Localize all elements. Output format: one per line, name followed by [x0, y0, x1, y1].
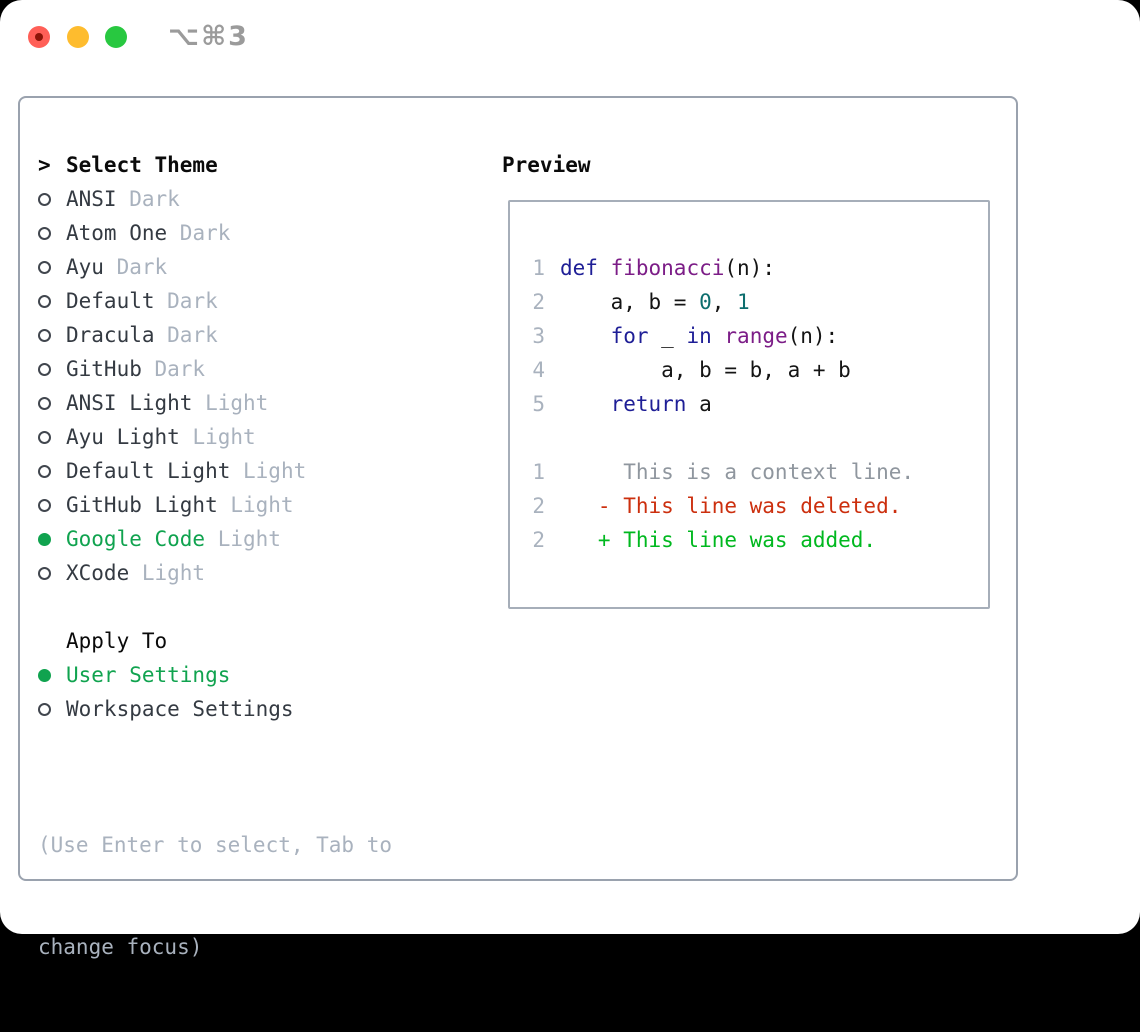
radio-unselected-icon [38, 567, 51, 580]
line-number: 4 [510, 358, 545, 382]
theme-option[interactable]: ANSI Light Light [38, 386, 306, 420]
theme-name: Ayu [66, 255, 104, 279]
radio-unselected-icon [38, 261, 51, 274]
radio-unselected-icon [38, 703, 51, 716]
line-number: 2 [510, 528, 545, 552]
radio-selected-icon [38, 533, 51, 546]
theme-list-title: Select Theme [66, 153, 218, 177]
theme-name: Google Code [66, 527, 205, 551]
theme-variant-label: Light [243, 459, 306, 483]
radio-unselected-icon [38, 431, 51, 444]
preview-title: Preview [502, 148, 591, 182]
theme-variant-label: Dark [167, 289, 218, 313]
theme-name: GitHub Light [66, 493, 218, 517]
zoom-button[interactable] [105, 26, 127, 48]
line-number: 3 [510, 324, 545, 348]
apply-to-option[interactable]: User Settings [38, 658, 294, 692]
radio-unselected-icon [38, 499, 51, 512]
code-line: 2 - This line was deleted. [510, 489, 988, 523]
radio-unselected-icon [38, 227, 51, 240]
line-number: 2 [510, 290, 545, 314]
theme-name: Atom One [66, 221, 167, 245]
theme-option[interactable]: Ayu Dark [38, 250, 306, 284]
hint-line-1: (Use Enter to select, Tab to [38, 828, 392, 862]
radio-unselected-icon [38, 465, 51, 478]
radio-unselected-icon [38, 397, 51, 410]
theme-name: XCode [66, 561, 129, 585]
apply-to-option-label: User Settings [66, 663, 230, 687]
theme-variant-label: Dark [167, 323, 218, 347]
line-number: 2 [510, 494, 545, 518]
radio-unselected-icon [38, 193, 51, 206]
line-number: 1 [510, 460, 545, 484]
radio-selected-icon [38, 669, 51, 682]
apply-to-title: Apply To [66, 629, 167, 653]
radio-unselected-icon [38, 363, 51, 376]
theme-name: Default Light [66, 459, 230, 483]
line-text: a, b = 0, 1 [560, 290, 750, 314]
code-line [510, 421, 988, 455]
line-number: 1 [510, 256, 545, 280]
theme-variant-label: Light [218, 527, 281, 551]
close-button[interactable] [28, 26, 50, 48]
theme-option[interactable]: Dracula Dark [38, 318, 306, 352]
theme-variant-label: Dark [129, 187, 180, 211]
code-line: 3 for _ in range(n): [510, 319, 988, 353]
theme-option[interactable]: Ayu Light Light [38, 420, 306, 454]
line-number: 5 [510, 392, 545, 416]
apply-to-option[interactable]: Workspace Settings [38, 692, 294, 726]
hint-line-2: change focus) [38, 930, 392, 964]
line-text: + This line was added. [560, 528, 876, 552]
theme-option[interactable]: Default Dark [38, 284, 306, 318]
code-line: 1 def fibonacci(n): [510, 251, 988, 285]
theme-variant-label: Dark [117, 255, 168, 279]
radio-unselected-icon [38, 329, 51, 342]
theme-option[interactable]: GitHub Light Light [38, 488, 306, 522]
theme-variant-label: Light [142, 561, 205, 585]
theme-name: ANSI Light [66, 391, 192, 415]
line-text: for _ in range(n): [560, 324, 838, 348]
theme-name: Default [66, 289, 155, 313]
theme-variant-label: Light [230, 493, 293, 517]
theme-option[interactable]: XCode Light [38, 556, 306, 590]
line-text: return a [560, 392, 712, 416]
apply-to-option-label: Workspace Settings [66, 697, 294, 721]
line-text: This is a context line. [560, 460, 914, 484]
help-hint: (Use Enter to select, Tab to change focu… [38, 760, 392, 1032]
theme-option[interactable]: ANSI Dark [38, 182, 306, 216]
theme-variant-label: Dark [155, 357, 206, 381]
theme-name: Ayu Light [66, 425, 180, 449]
apply-to-header: Apply To [38, 624, 294, 658]
theme-variant-label: Dark [180, 221, 231, 245]
code-line: 5 return a [510, 387, 988, 421]
theme-option[interactable]: Google Code Light [38, 522, 306, 556]
theme-option[interactable]: Atom One Dark [38, 216, 306, 250]
line-text: a, b = b, a + b [560, 358, 851, 382]
theme-option[interactable]: Default Light Light [38, 454, 306, 488]
theme-name: GitHub [66, 357, 142, 381]
line-text: def fibonacci(n): [560, 256, 775, 280]
code-line: 2 + This line was added. [510, 523, 988, 557]
theme-name: ANSI [66, 187, 117, 211]
minimize-button[interactable] [67, 26, 89, 48]
code-line: 1 This is a context line. [510, 455, 988, 489]
code-line: 4 a, b = b, a + b [510, 353, 988, 387]
line-text: - This line was deleted. [560, 494, 901, 518]
unsaved-changes-dot [35, 33, 43, 41]
radio-unselected-icon [38, 295, 51, 308]
theme-option[interactable]: GitHub Dark [38, 352, 306, 386]
theme-variant-label: Light [205, 391, 268, 415]
window-title-shortcut: ⌥⌘3 [168, 21, 249, 52]
theme-name: Dracula [66, 323, 155, 347]
code-line: 2 a, b = 0, 1 [510, 285, 988, 319]
theme-variant-label: Light [192, 425, 255, 449]
focus-caret-icon: > [38, 153, 51, 177]
theme-list-header: > Select Theme [38, 148, 306, 182]
